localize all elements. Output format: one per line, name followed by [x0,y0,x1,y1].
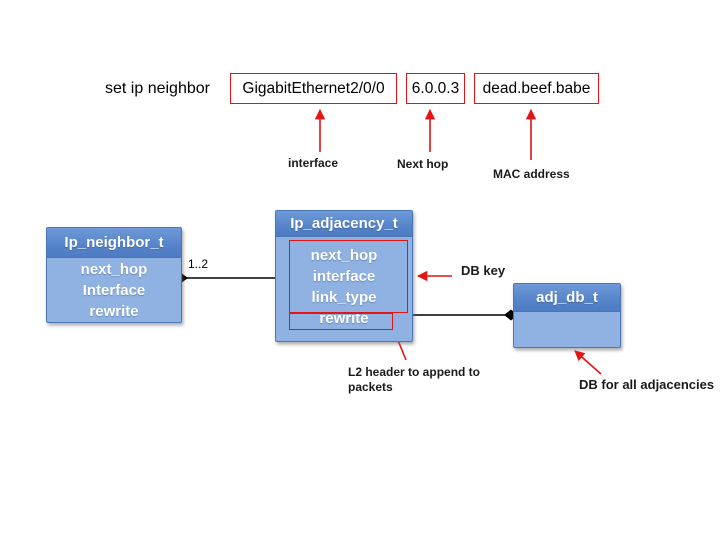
label-l2-header-line1: L2 header to append to [348,365,481,379]
class-title-adj-db: adj_db_t [514,284,620,312]
field-rewrite: rewrite [89,303,139,320]
class-box-ip-adjacency: Ip_adjacency_t next_hop interface link_t… [275,210,413,342]
class-box-adj-db: adj_db_t [513,283,621,348]
class-box-ip-neighbor: Ip_neighbor_t next_hop Interface rewrite [46,227,182,323]
cli-arg-mac-address: dead.beef.babe [474,73,599,104]
field-interface: Interface [82,282,146,299]
field-next-hop: next_hop [310,247,378,264]
cli-arg-next-hop: 6.0.0.3 [406,73,465,104]
class-title-ip-adjacency: Ip_adjacency_t [276,211,412,237]
field-link-type: link_type [311,289,377,306]
label-l2-header-line2: packets [348,380,393,394]
label-db-key: DB key [461,263,506,278]
label-l2-header: L2 header to append to packets [348,365,480,395]
class-fields-ip-adjacency: next_hop interface link_type rewrite [276,237,412,329]
class-title-ip-neighbor: Ip_neighbor_t [47,228,181,258]
field-interface: interface [312,268,376,285]
db-adjacencies-arrow [574,350,602,375]
class-fields-ip-neighbor: next_hop Interface rewrite [47,258,181,322]
label-next-hop: Next hop [397,157,449,171]
field-next-hop: next_hop [80,261,148,278]
label-db-for-all: DB for all adjacencies [579,377,715,392]
field-rewrite: rewrite [319,310,369,327]
cli-command-text: set ip neighbor [105,80,210,97]
label-interface: interface [288,156,339,170]
label-mac-address: MAC address [493,167,570,181]
multiplicity-label: 1..2 [188,257,209,271]
cli-arg-interface: GigabitEthernet2/0/0 [230,73,397,104]
